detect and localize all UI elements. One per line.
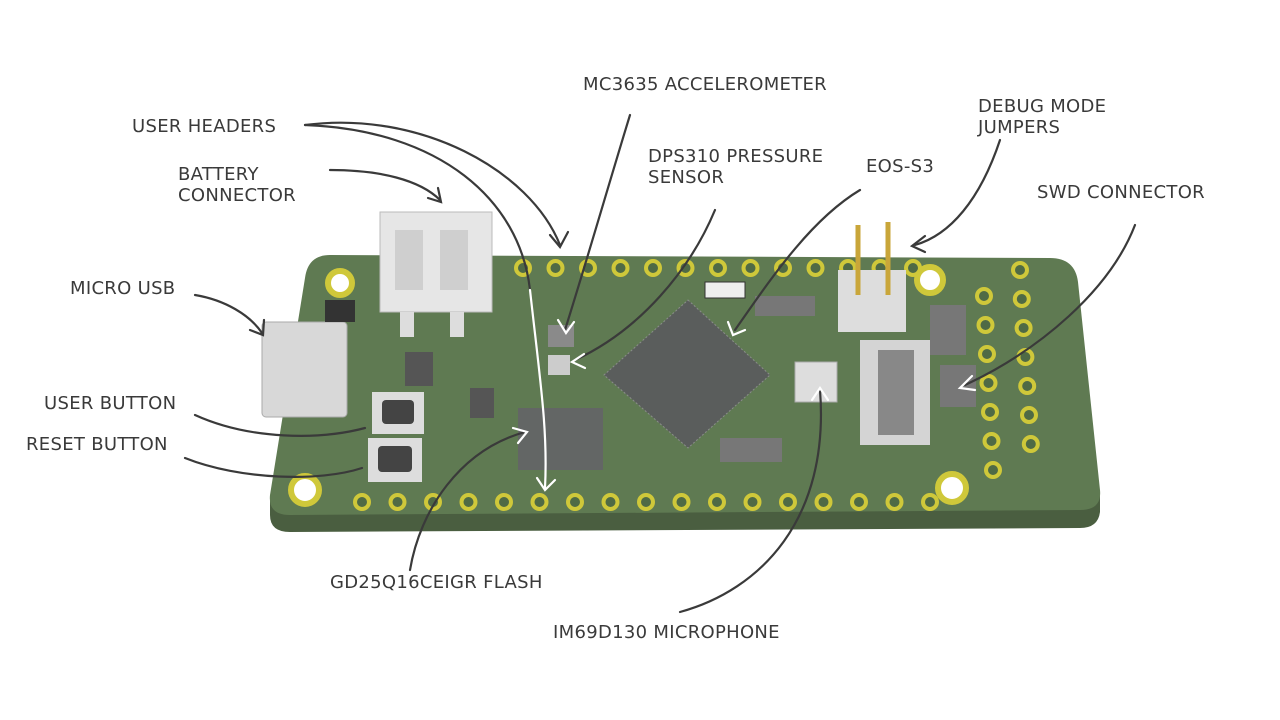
header-pad [979, 374, 998, 392]
header-pad [709, 259, 727, 277]
header-pad [850, 493, 868, 511]
header-pad [1016, 348, 1035, 366]
label-reset-button: RESET BUTTON [26, 434, 168, 455]
header-pads [353, 259, 1040, 511]
header-pad [921, 493, 939, 511]
swd-connector [860, 340, 930, 445]
label-debug-jumpers: DEBUG MODE JUMPERS [978, 96, 1106, 138]
label-line: DPS310 PRESSURE [648, 146, 824, 167]
header-pad [1011, 261, 1029, 279]
header-pad [566, 493, 584, 511]
header-pad [984, 461, 1002, 479]
user-button [372, 392, 424, 434]
header-pad [1018, 377, 1037, 395]
header-pad [1014, 319, 1033, 337]
label-microphone: IM69D130 MICROPHONE [553, 622, 780, 643]
label-battery-connector: BATTERY CONNECTOR [178, 164, 296, 206]
header-pad [708, 493, 726, 511]
label-line: BATTERY [178, 164, 259, 185]
battery-connector [379, 211, 493, 337]
header-pad [601, 493, 620, 511]
header-pad [676, 259, 695, 277]
reset-button [368, 438, 422, 482]
header-pad [495, 493, 513, 511]
label-line: SENSOR [648, 167, 725, 188]
small-components [405, 281, 976, 462]
header-pad [885, 493, 904, 511]
microphone-chip [794, 361, 838, 403]
header-pad [644, 259, 662, 277]
label-line: CONNECTOR [178, 185, 296, 206]
header-pad [637, 493, 655, 511]
pressure-sensor-chip [548, 355, 570, 375]
label-accelerometer: MC3635 ACCELEROMETER [583, 74, 827, 95]
header-pad [611, 259, 630, 277]
micro-usb-connector [261, 321, 348, 418]
header-pad [1012, 290, 1031, 308]
usb-adjacent-component [325, 300, 355, 322]
header-pad [814, 493, 833, 511]
label-pressure-sensor: DPS310 PRESSURE SENSOR [648, 146, 823, 188]
header-pad [978, 345, 996, 363]
header-pad [976, 316, 995, 334]
label-swd-connector: SWD CONNECTOR [1037, 182, 1205, 203]
debug-jumpers [838, 222, 906, 332]
flash-chip [518, 408, 603, 470]
label-line: DEBUG MODE [978, 96, 1107, 117]
label-user-headers: USER HEADERS [132, 116, 277, 137]
header-pad [975, 287, 993, 305]
header-pad [353, 493, 371, 511]
header-pad [546, 259, 565, 277]
header-pad [1021, 435, 1040, 453]
header-pad [388, 493, 407, 511]
header-pad [741, 259, 760, 277]
header-pad [982, 432, 1001, 450]
header-pad [459, 493, 478, 511]
callout-arrows [183, 113, 1137, 614]
header-pad [743, 493, 762, 511]
label-micro-usb: MICRO USB [70, 278, 176, 299]
header-pad [981, 403, 999, 421]
header-pad [530, 493, 549, 511]
label-user-button: USER BUTTON [44, 393, 177, 414]
label-eos-s3: EOS-S3 [866, 156, 935, 177]
header-pad [806, 259, 825, 277]
header-pad [779, 493, 797, 511]
eos-s3-chip [603, 299, 771, 449]
header-pad [672, 493, 691, 511]
header-pad [774, 259, 792, 277]
label-line: JUMPERS [978, 117, 1061, 138]
header-pad [1020, 406, 1038, 424]
label-flash: GD25Q16CEIGR FLASH [330, 572, 543, 593]
